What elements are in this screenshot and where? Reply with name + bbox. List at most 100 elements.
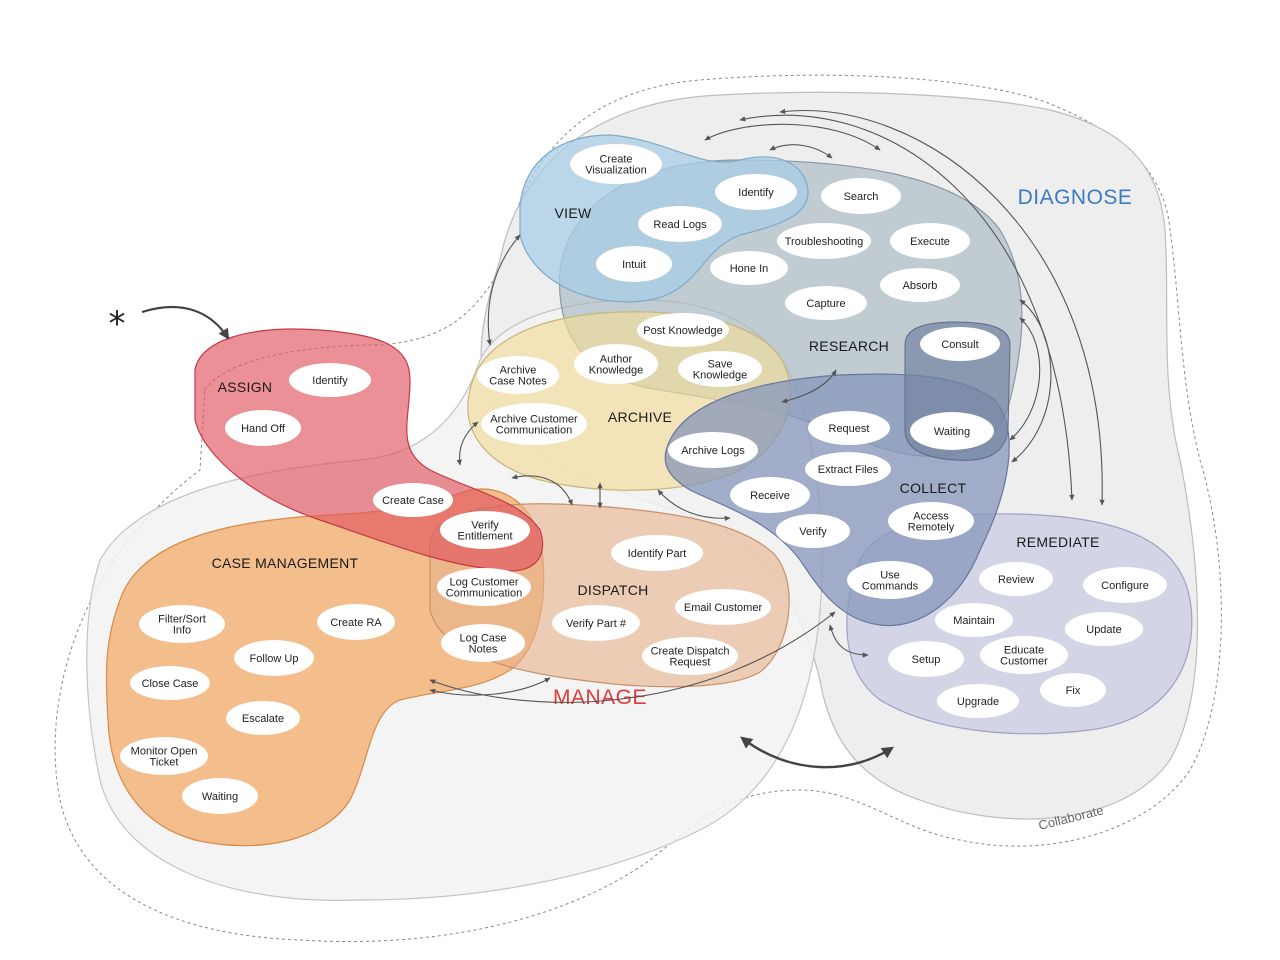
- pill-label: Configure: [1101, 580, 1149, 592]
- pill-shape: [552, 605, 640, 641]
- pill-extract-files[interactable]: Extract Files: [805, 452, 891, 486]
- pill-shape: [637, 313, 729, 347]
- pill-identify-part[interactable]: Identify Part: [611, 535, 703, 571]
- assign-label: ASSIGN: [218, 379, 273, 395]
- pill-label: Hone In: [730, 263, 769, 275]
- pill-label: Search: [844, 191, 879, 203]
- pill-label: Verify Part #: [566, 618, 627, 630]
- pill-shape: [910, 412, 994, 450]
- pill-shape: [130, 666, 210, 700]
- pill-label: Execute: [910, 236, 950, 248]
- pill-shape: [289, 363, 371, 397]
- assign-region: [194, 328, 544, 572]
- pill-consult[interactable]: Consult: [920, 327, 1000, 361]
- pill-hand-off[interactable]: Hand Off: [225, 410, 301, 446]
- pill-archive-logs[interactable]: Archive Logs: [668, 432, 758, 468]
- pill-configure[interactable]: Configure: [1083, 567, 1167, 603]
- arrow-view-archive: [486, 234, 521, 346]
- flow-arrows: [141, 108, 1105, 769]
- pill-label: Escalate: [242, 713, 284, 725]
- pill-upgrade[interactable]: Upgrade: [937, 684, 1019, 718]
- pill-label: Verify: [799, 526, 827, 538]
- pill-shape: [638, 206, 722, 242]
- pill-identify[interactable]: Identify: [715, 174, 797, 210]
- start-marker: *: [109, 304, 126, 344]
- pill-follow-up[interactable]: Follow Up: [234, 640, 314, 676]
- pill-escalate[interactable]: Escalate: [226, 701, 300, 735]
- pill-execute[interactable]: Execute: [890, 223, 970, 259]
- pill-shape: [120, 737, 208, 775]
- pill-setup[interactable]: Setup: [888, 641, 964, 677]
- pill-fix[interactable]: Fix: [1040, 673, 1106, 707]
- pill-troubleshooting[interactable]: Troubleshooting: [777, 223, 871, 259]
- pill-label: Intuit: [622, 259, 646, 271]
- start-arrow: [141, 305, 230, 340]
- view-label: VIEW: [555, 205, 592, 221]
- pill-verify[interactable]: Verify: [776, 514, 850, 548]
- arrow-archive-collect: [781, 369, 837, 404]
- arrow-archive-collect-b: [657, 489, 731, 521]
- pill-search[interactable]: Search: [821, 178, 901, 214]
- pill-review[interactable]: Review: [979, 562, 1053, 596]
- pill-shape: [1065, 612, 1143, 646]
- pill-receive[interactable]: Receive: [730, 477, 810, 513]
- pill-update[interactable]: Update: [1065, 612, 1143, 646]
- pill-verify-part[interactable]: Verify Part #: [552, 605, 640, 641]
- pill-label: Extract Files: [818, 464, 879, 476]
- pill-label: Identify Part: [628, 548, 687, 560]
- arrow-research-right-a: [1011, 299, 1052, 463]
- pill-close-case[interactable]: Close Case: [130, 666, 210, 700]
- pill-shape: [675, 589, 771, 625]
- pill-label: Maintain: [953, 615, 995, 627]
- pill-hone-in[interactable]: Hone In: [710, 251, 788, 285]
- pill-email-customer[interactable]: Email Customer: [675, 589, 771, 625]
- pill-create-case[interactable]: Create Case: [373, 483, 453, 517]
- pill-label: Identify: [312, 375, 348, 387]
- pill-request[interactable]: Request: [808, 411, 890, 445]
- manage-label: MANAGE: [553, 686, 647, 709]
- pill-shape: [225, 410, 301, 446]
- pill-label: Setup: [912, 654, 941, 666]
- pill-capture[interactable]: Capture: [785, 286, 867, 320]
- pill-shape: [611, 535, 703, 571]
- pill-identify[interactable]: Identify: [289, 363, 371, 397]
- pill-label: Troubleshooting: [785, 236, 863, 248]
- pill-shape: [979, 562, 1053, 596]
- pill-post-knowledge[interactable]: Post Knowledge: [637, 313, 729, 347]
- pill-shape: [373, 483, 453, 517]
- pill-shape: [888, 502, 974, 540]
- pill-shape: [847, 561, 933, 599]
- pill-shape: [440, 511, 530, 549]
- pill-waiting[interactable]: Waiting: [182, 778, 258, 814]
- pill-label: Fix: [1066, 685, 1081, 697]
- pill-waiting[interactable]: Waiting: [910, 412, 994, 450]
- pill-maintain[interactable]: Maintain: [935, 603, 1013, 637]
- pill-create-ra[interactable]: Create RA: [317, 604, 395, 640]
- pill-absorb[interactable]: Absorb: [880, 268, 960, 302]
- pill-shape: [776, 514, 850, 548]
- pill-read-logs[interactable]: Read Logs: [638, 206, 722, 242]
- pill-intuit[interactable]: Intuit: [596, 246, 672, 282]
- pill-label: Post Knowledge: [643, 325, 723, 337]
